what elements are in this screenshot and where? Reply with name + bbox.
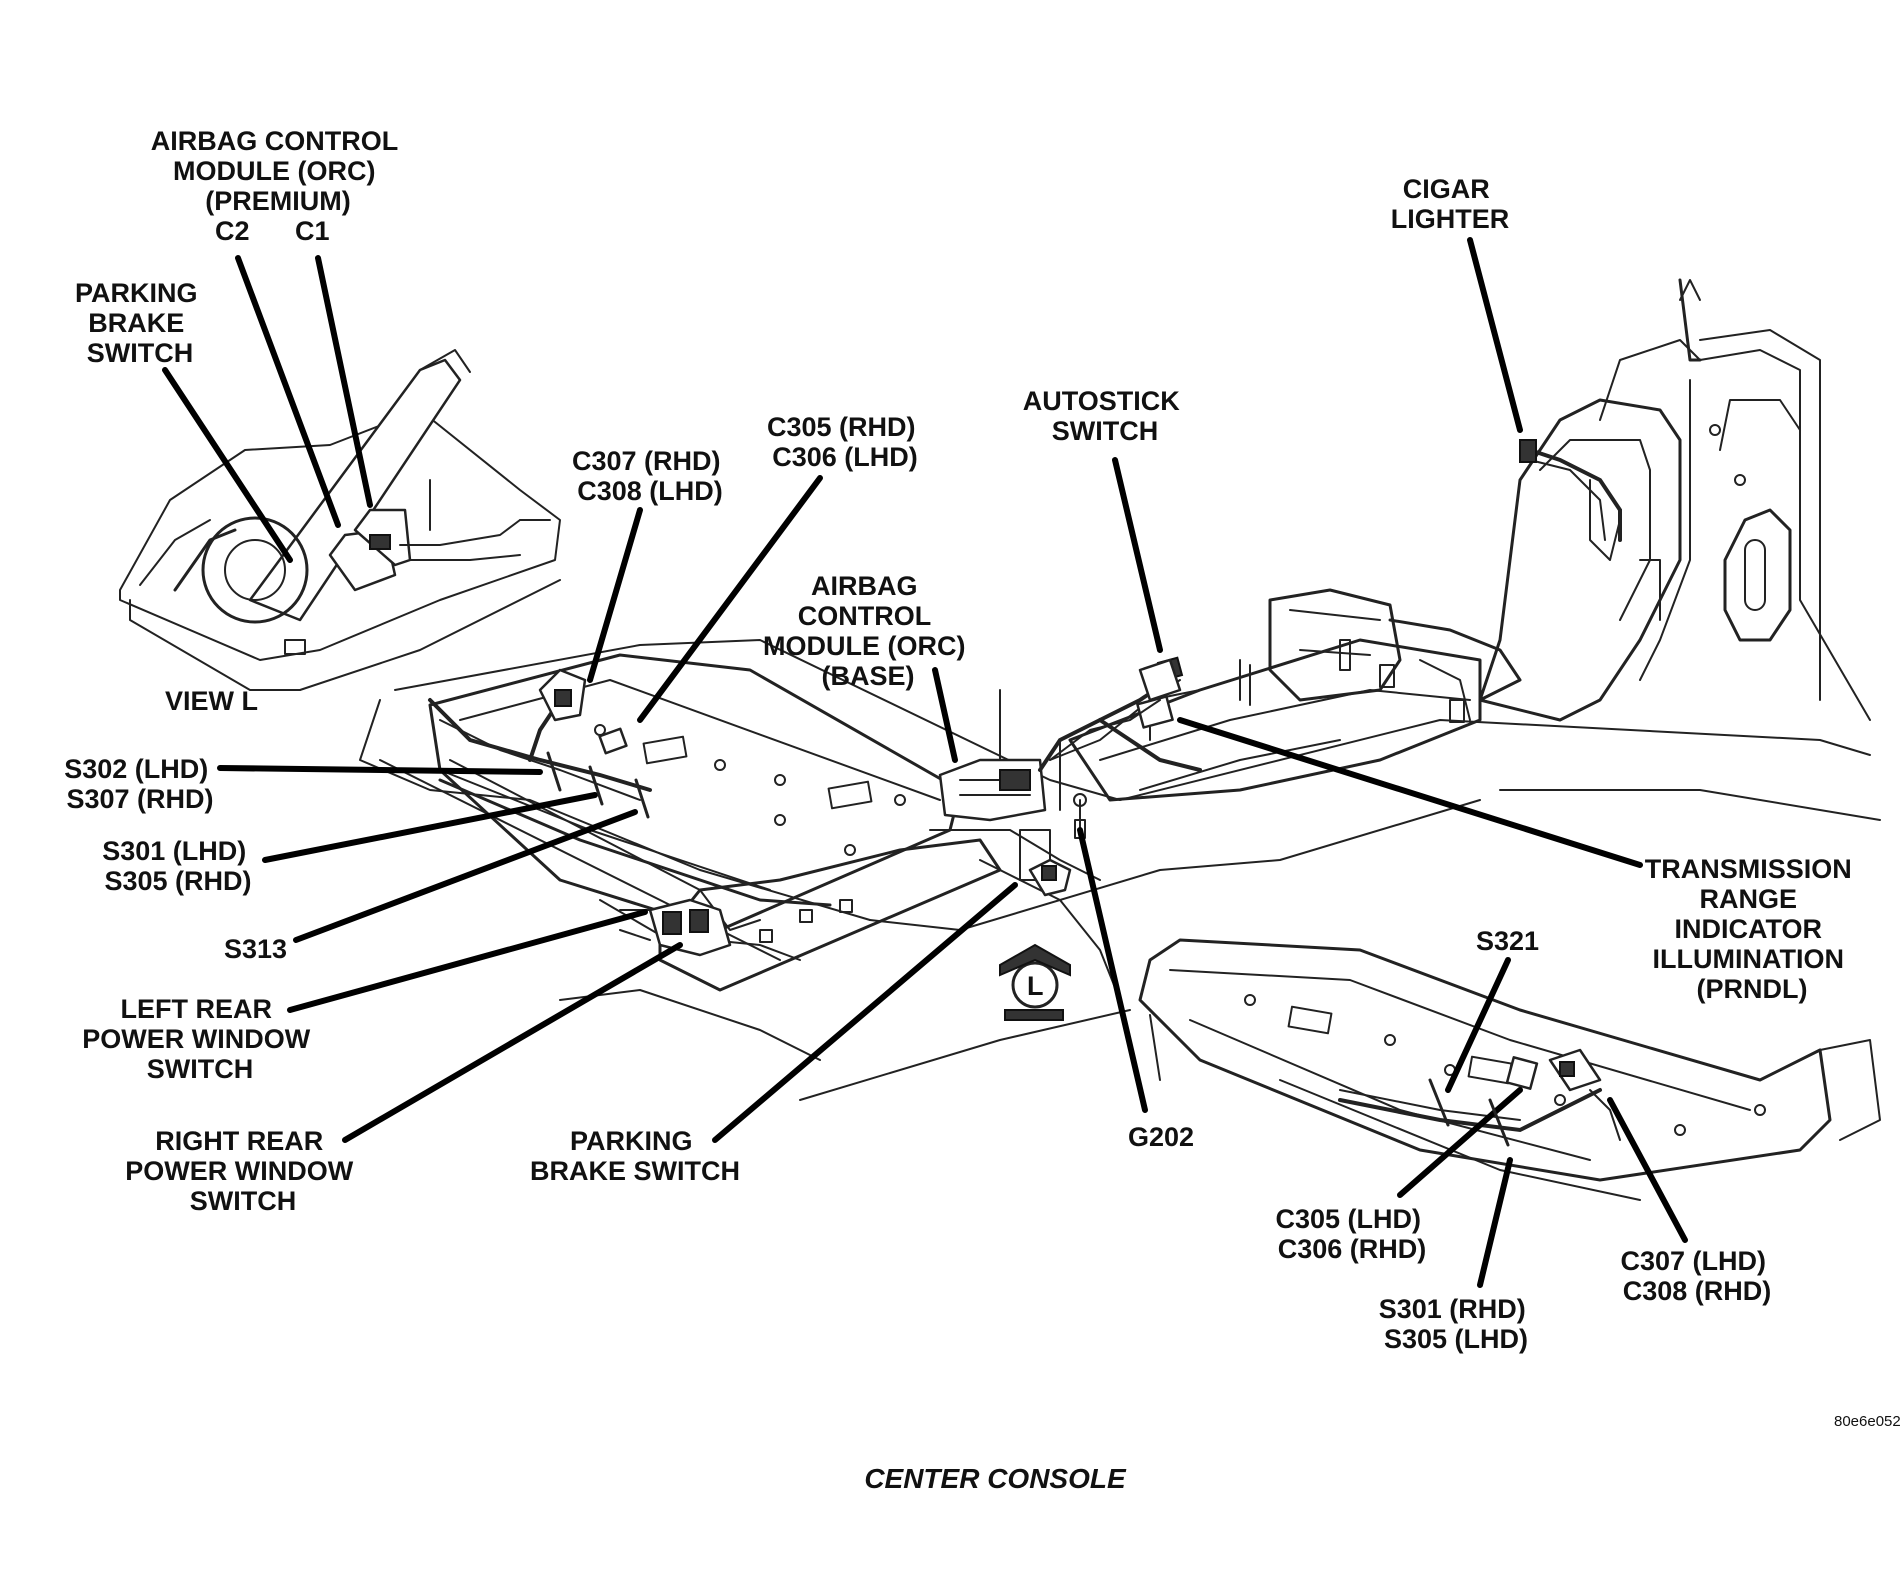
console-floor-drawing: L [359,278,1881,1201]
label-c2: C2 [215,216,250,246]
view-l-marker: L [1027,971,1044,1001]
label-s313: S313 [224,934,287,964]
label-c305-lhd-c306-rhd: C305 (LHD) C306 (RHD) [1275,1204,1428,1264]
labels: AIRBAG CONTROL MODULE (ORC) (PREMIUM) C2… [64,126,1901,1494]
label-cigar-lighter: CIGAR LIGHTER [1391,174,1510,234]
label-parking-brake-switch-view: PARKING BRAKE SWITCH [75,278,205,368]
figure-caption: CENTER CONSOLE [864,1463,1127,1494]
label-airbag-premium: AIRBAG CONTROL MODULE (ORC) (PREMIUM) [151,126,406,216]
label-s302-s307: S302 (LHD) S307 (RHD) [64,754,216,814]
leader-lines [162,237,1688,1288]
label-right-rear-window-switch: RIGHT REAR POWER WINDOW SWITCH [125,1126,361,1216]
label-g202: G202 [1128,1122,1194,1152]
label-s301-s305-right: S301 (RHD) S305 (LHD) [1379,1294,1534,1354]
label-s301-s305-left: S301 (LHD) S305 (RHD) [102,836,254,896]
label-c1: C1 [295,216,330,246]
label-parking-brake-switch: PARKING BRAKE SWITCH [530,1126,740,1186]
label-c307-rhd-c308-lhd: C307 (RHD) C308 (LHD) [572,446,728,506]
label-prndl: TRANSMISSION RANGE INDICATOR ILLUMINATIO… [1645,854,1860,1004]
label-autostick-switch: AUTOSTICK SWITCH [1023,386,1188,446]
label-view-l: VIEW L [165,686,258,716]
label-airbag-base: AIRBAG CONTROL MODULE (ORC) (BASE) [763,571,973,691]
figure-id: 80e6e052 [1834,1413,1901,1430]
label-left-rear-window-switch: LEFT REAR POWER WINDOW SWITCH [82,994,318,1084]
view-l-drawing [119,349,561,691]
label-c305-rhd-c306-lhd: C305 (RHD) C306 (LHD) [767,412,923,472]
label-s321: S321 [1476,926,1539,956]
label-c307-lhd-c308-rhd: C307 (LHD) C308 (RHD) [1620,1246,1773,1306]
